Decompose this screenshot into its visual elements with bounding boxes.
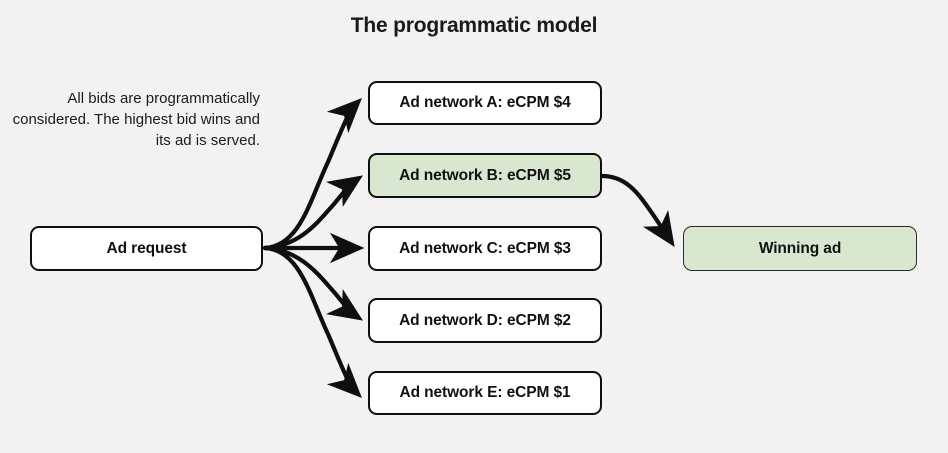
arrow-to-network-e [262,245,362,398]
explanatory-note: All bids are programmatically considered… [12,90,260,149]
node-ad-network-c[interactable]: Ad network C: eCPM $3 [368,226,602,271]
node-ad-network-e[interactable]: Ad network E: eCPM $1 [368,371,602,415]
arrow-to-network-b [262,175,363,251]
node-ad-network-a[interactable]: Ad network A: eCPM $4 [368,81,602,125]
arrow-to-network-d [262,245,363,321]
arrow-to-network-a [262,98,362,251]
page-title: The programmatic model [350,14,598,37]
node-ad-network-d[interactable]: Ad network D: eCPM $2 [368,298,602,343]
node-ad-network-a-label: Ad network A: eCPM $4 [399,94,571,111]
node-winning-ad-label: Winning ad [758,239,842,257]
node-ad-network-e-label: Ad network E: eCPM $1 [399,384,571,401]
node-ad-network-d-label: Ad network D: eCPM $2 [399,311,571,329]
arrow-to-winning-ad [599,173,675,247]
node-ad-network-b-label: Ad network B: eCPM $5 [399,166,571,184]
node-winning-ad[interactable]: Winning ad [683,226,917,271]
node-ad-request-label: Ad request [106,239,187,257]
node-ad-network-c-label: Ad network C: eCPM $3 [399,239,571,257]
node-ad-request[interactable]: Ad request [30,226,263,271]
node-ad-network-b[interactable]: Ad network B: eCPM $5 [368,153,602,198]
